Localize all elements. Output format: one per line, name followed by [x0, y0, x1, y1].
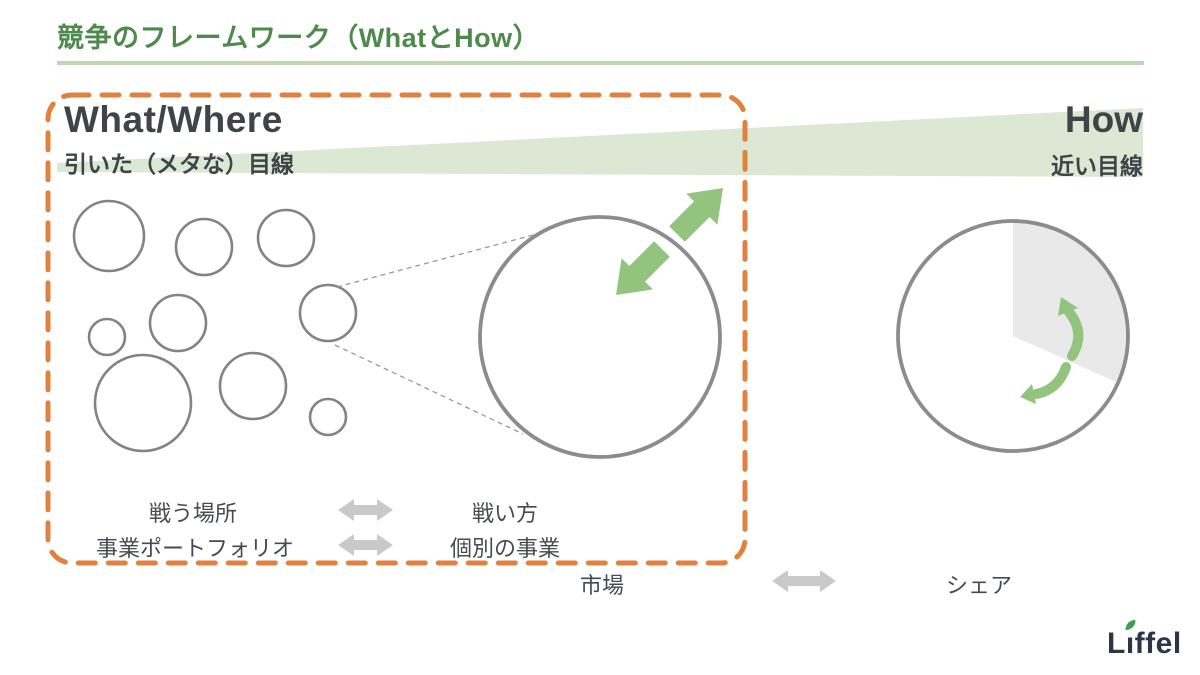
logo-letters: ffel	[1134, 627, 1182, 660]
bubble	[308, 397, 348, 437]
bubble	[148, 293, 208, 353]
horizontal-double-arrow-icon	[338, 534, 393, 556]
bubble	[256, 208, 316, 268]
business-circle	[478, 215, 722, 459]
bubble-focused	[298, 283, 358, 343]
label-individual-business: 個別の事業	[449, 536, 561, 561]
share-circle-group	[896, 219, 1130, 453]
bubble	[174, 217, 234, 277]
perspective-wedge	[57, 108, 1143, 177]
compare-arrows	[338, 499, 836, 592]
diagonal-double-arrow-icon	[616, 188, 723, 295]
portfolio-bubbles	[72, 199, 358, 453]
zoom-callout-lines	[334, 229, 553, 435]
horizontal-double-arrow-icon	[338, 499, 393, 521]
bubble	[87, 317, 127, 357]
label-share: シェア	[945, 573, 1013, 598]
what-where-subheading: 引いた（メタな）目線	[64, 151, 294, 177]
title-underline	[57, 61, 1144, 65]
logo-letter: L	[1107, 627, 1126, 660]
horizontal-double-arrow-icon	[772, 570, 836, 592]
bubble	[72, 199, 146, 273]
label-way-of-fighting: 戦い方	[471, 501, 539, 526]
how-subheading: 近い目線	[1051, 153, 1143, 179]
bubble	[93, 353, 193, 453]
curved-rotation-arrows-icon	[1020, 297, 1084, 404]
bubble	[218, 351, 288, 421]
how-heading: How	[1064, 99, 1143, 140]
market-circle-outline	[896, 219, 1130, 453]
logo-letter-i: ı	[1125, 627, 1135, 660]
page-title: 競争のフレームワーク（WhatとHow）	[57, 23, 541, 53]
what-where-heading: What/Where	[64, 99, 283, 140]
label-market: 市場	[579, 573, 625, 598]
leaf-icon	[1125, 620, 1136, 630]
label-battlefield: 戦う場所	[148, 501, 238, 526]
what-where-frame-border	[45, 92, 748, 566]
label-business-portfolio: 事業ポートフォリオ	[95, 536, 295, 561]
